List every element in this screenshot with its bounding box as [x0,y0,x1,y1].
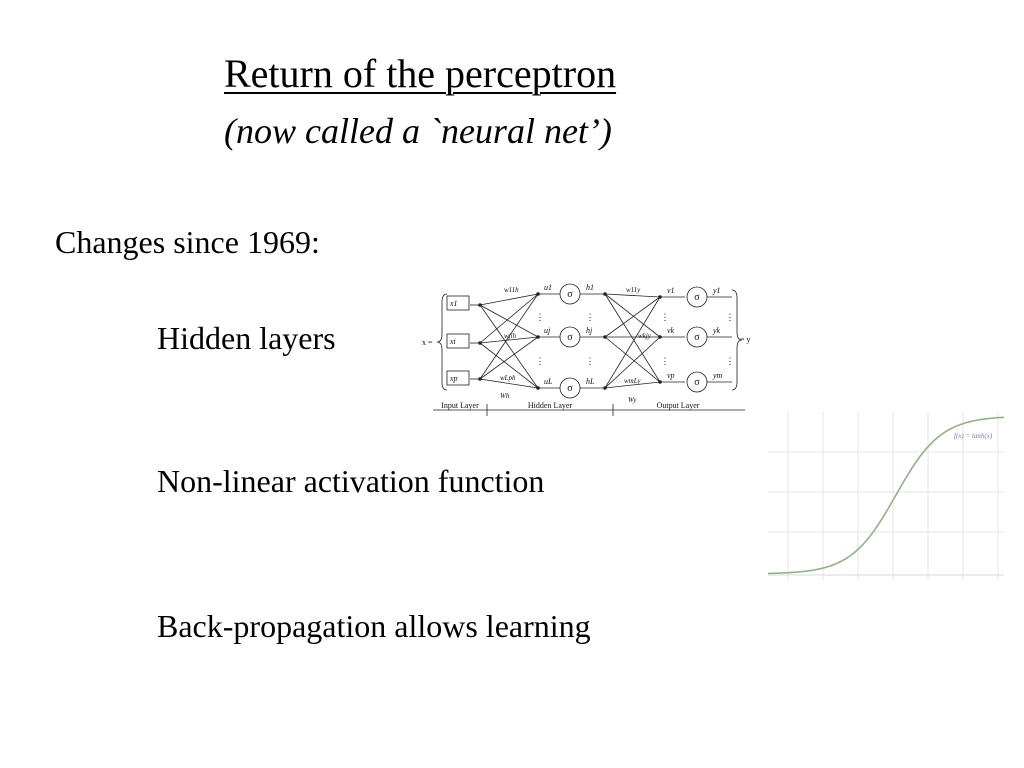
output-pre-label: v1 [667,286,675,295]
tanh-curve [768,416,1004,575]
svg-text:⋮: ⋮ [661,312,670,322]
sigma-node-label: σ [694,377,700,388]
sigma-node-label: σ [567,332,573,343]
hidden-pre-label: u1 [544,283,552,292]
input-label: xp [449,374,458,383]
svg-text:⋮: ⋮ [536,312,545,322]
hidden-weight-matrix-label: Wh [500,392,510,400]
hidden-weight-label: wjih [504,332,517,340]
slide-subtitle: (now called a `neural net’) [224,111,612,151]
hidden-post-label: hL [586,377,595,386]
bullet-back-propagation: Back-propagation allows learning [157,608,591,644]
slide-title: Return of the perceptron [224,51,617,96]
input-vector-label: x = [422,338,433,347]
output-label: yk [712,326,721,335]
input-layer-label: Input Layer [441,401,479,410]
input-label: x1 [449,299,458,308]
plot-grid [768,412,1004,580]
output-pre-label: vp [667,371,675,380]
svg-text:⋮: ⋮ [536,356,545,366]
output-vector-label: = y [740,335,751,344]
hidden-weight-label: wLph [500,374,516,382]
output-layer-label: Output Layer [657,401,700,410]
output-label: y1 [712,286,721,295]
svg-text:⋮: ⋮ [726,312,735,322]
hidden-layer-label: Hidden Layer [528,401,573,410]
output-weight-label: w11y [626,286,641,294]
svg-text:⋮: ⋮ [726,356,735,366]
hidden-pre-label: uj [544,326,551,335]
hidden-post-label: h1 [586,283,594,292]
output-pre-label: vk [667,326,675,335]
tanh-activation-plot: f(x) = tanh(x) [768,412,1004,580]
sigma-node-label: σ [694,332,700,343]
output-weight-matrix-label: Wy [628,396,637,404]
neural-network-diagram: x = = y x1 xi xp u1 uj uL h1 hj hL v1 vk… [422,283,751,416]
output-weight-label: wkjy [638,332,652,340]
bullet-hidden-layers: Hidden layers [157,320,336,356]
svg-text:⋮: ⋮ [586,356,595,366]
output-weight-label: wmLy [624,377,641,385]
intro-text: Changes since 1969: [55,224,320,260]
hidden-post-label: hj [586,326,593,335]
bullet-activation-function: Non-linear activation function [157,463,545,499]
output-label: ym [712,371,723,380]
input-label: xi [449,337,456,346]
sigma-node-label: σ [694,292,700,303]
hidden-pre-label: uL [544,377,553,386]
svg-text:⋮: ⋮ [586,312,595,322]
hidden-weight-label: w11h [504,286,519,294]
function-label: f(x) = tanh(x) [954,432,993,440]
sigma-node-label: σ [567,289,573,300]
svg-text:⋮: ⋮ [661,356,670,366]
sigma-node-label: σ [567,383,573,394]
